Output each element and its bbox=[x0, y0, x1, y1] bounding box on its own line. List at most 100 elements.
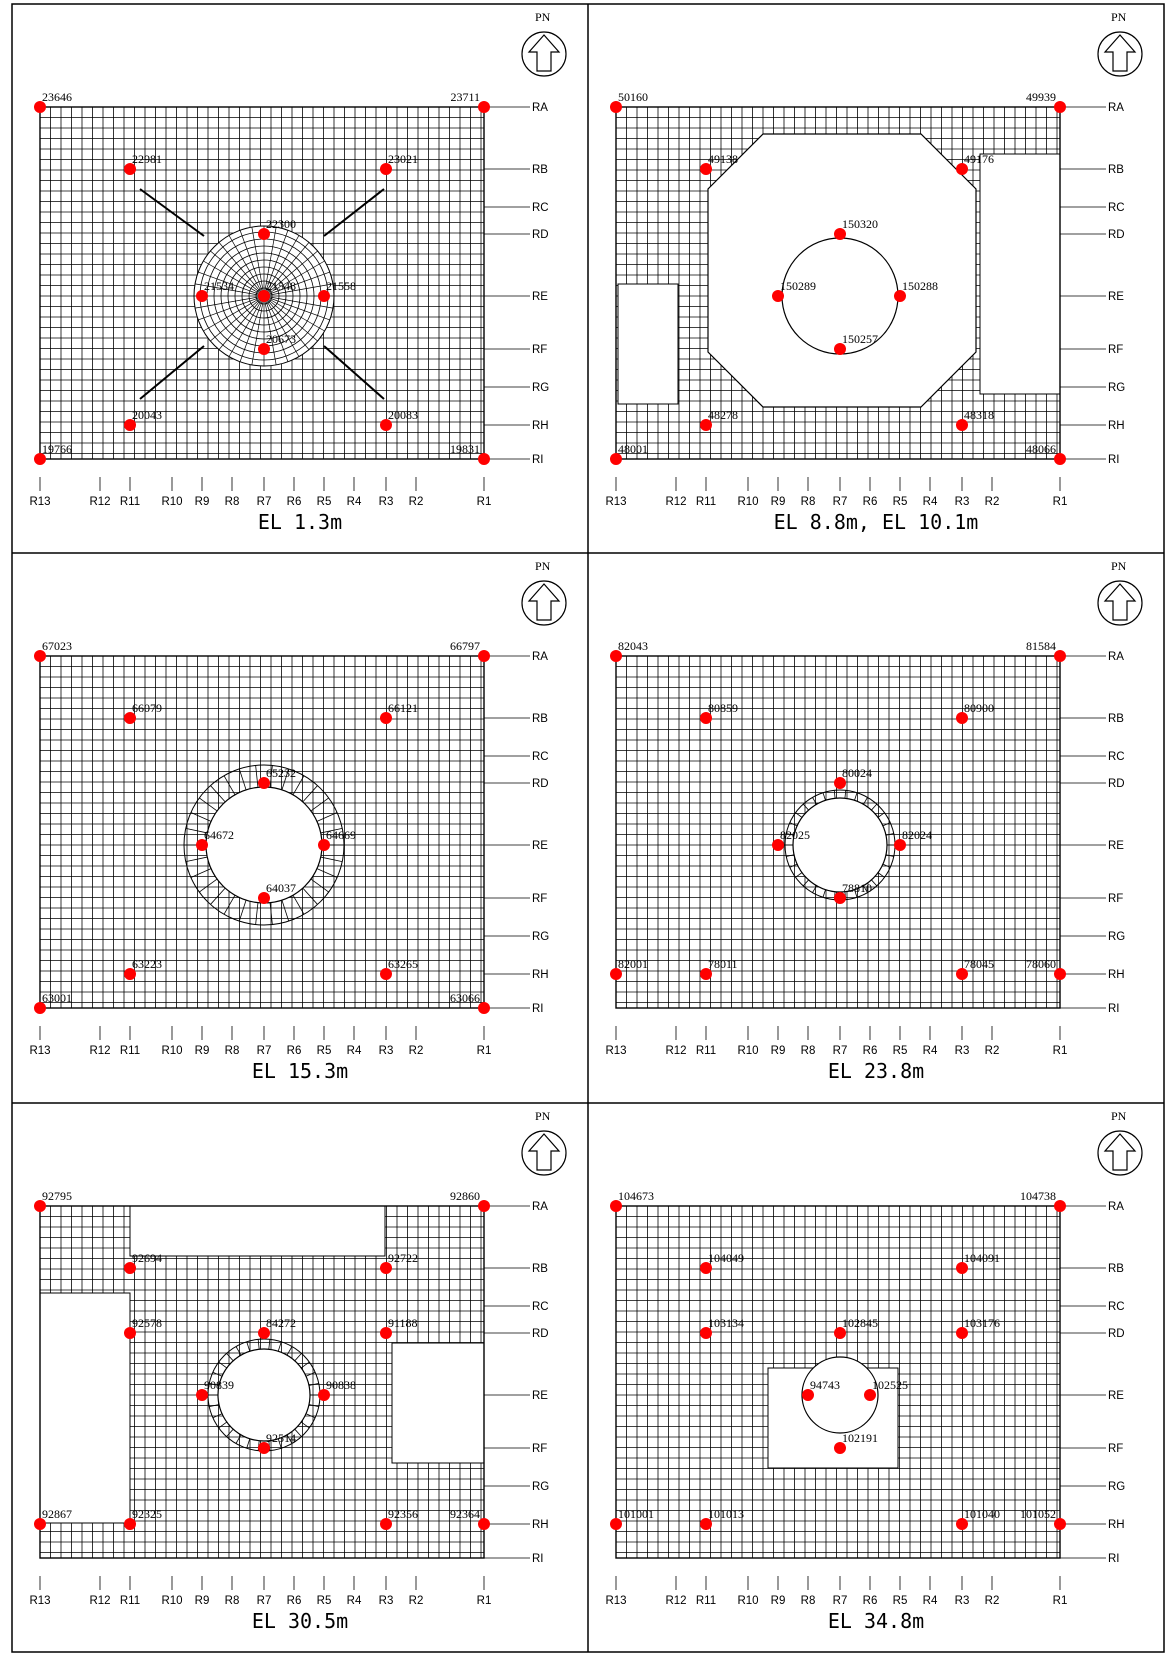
row-grid-label: RA bbox=[1108, 651, 1124, 663]
column-grid-label: R11 bbox=[120, 1595, 140, 1607]
node-marker bbox=[700, 968, 712, 980]
row-grid-label: RD bbox=[1108, 229, 1125, 241]
node-label: 81584 bbox=[1026, 639, 1056, 653]
node-label: 150320 bbox=[842, 217, 878, 231]
column-grid-label: R12 bbox=[89, 1045, 110, 1057]
node-label: 104091 bbox=[964, 1251, 1000, 1265]
column-grid-label: R9 bbox=[195, 496, 210, 508]
node-label: 92860 bbox=[450, 1189, 480, 1203]
column-grid-label: R4 bbox=[347, 1595, 362, 1607]
column-grid-label: R4 bbox=[923, 496, 938, 508]
node-marker bbox=[610, 650, 622, 662]
node-marker bbox=[834, 228, 846, 240]
node-label: 150257 bbox=[842, 332, 878, 346]
node-label: 82025 bbox=[780, 828, 810, 842]
row-grid-label: RE bbox=[1108, 291, 1124, 303]
node-marker bbox=[610, 101, 622, 113]
node-label: 82043 bbox=[618, 639, 648, 653]
node-label: 102525 bbox=[872, 1378, 908, 1392]
row-grid-label: RA bbox=[532, 1201, 548, 1213]
row-grid-label: RB bbox=[1108, 713, 1124, 725]
circular-opening bbox=[183, 764, 345, 926]
node-label: 64037 bbox=[266, 881, 296, 895]
node-marker bbox=[956, 163, 968, 175]
row-grid-label: RI bbox=[1108, 454, 1120, 466]
node-label: 90839 bbox=[204, 1378, 234, 1392]
node-marker bbox=[380, 163, 392, 175]
column-grid-label: R11 bbox=[120, 496, 140, 508]
node-label: 78810 bbox=[842, 881, 872, 895]
row-grid-label: RH bbox=[1108, 969, 1125, 981]
node-label: 49176 bbox=[964, 152, 994, 166]
column-grid-label: R8 bbox=[225, 1595, 240, 1607]
column-grid-label: R3 bbox=[955, 1045, 970, 1057]
column-grid-label: R13 bbox=[29, 1045, 50, 1057]
row-grid-label: RD bbox=[532, 778, 549, 790]
column-grid-label: R2 bbox=[985, 496, 1000, 508]
column-grid-label: R2 bbox=[409, 496, 424, 508]
north-label: PN bbox=[1111, 1109, 1127, 1123]
column-grid-label: R2 bbox=[409, 1595, 424, 1607]
node-label: 80859 bbox=[708, 701, 738, 715]
node-label: 82024 bbox=[902, 828, 932, 842]
node-marker bbox=[1054, 650, 1066, 662]
column-grid-label: R5 bbox=[893, 1045, 908, 1057]
node-marker bbox=[380, 968, 392, 980]
column-grid-label: R13 bbox=[605, 1045, 626, 1057]
node-marker bbox=[834, 777, 846, 789]
row-grid-label: RE bbox=[1108, 840, 1124, 852]
north-arrow-icon bbox=[1097, 580, 1143, 626]
node-marker bbox=[318, 290, 330, 302]
column-grid-label: R13 bbox=[29, 1595, 50, 1607]
node-marker bbox=[956, 1327, 968, 1339]
node-label: 102191 bbox=[842, 1431, 878, 1445]
north-label: PN bbox=[1111, 559, 1127, 573]
row-grid-label: RF bbox=[532, 344, 547, 356]
node-label: 21534 bbox=[204, 279, 234, 293]
node-marker bbox=[700, 1262, 712, 1274]
node-marker bbox=[258, 1327, 270, 1339]
column-grid-label: R13 bbox=[29, 496, 50, 508]
column-grid-label: R8 bbox=[225, 1045, 240, 1057]
node-label: 23711 bbox=[450, 90, 480, 104]
elevation-caption: EL 30.5m bbox=[251, 1609, 349, 1633]
column-grid-label: R12 bbox=[665, 1045, 686, 1057]
node-marker bbox=[478, 1200, 490, 1212]
node-label: 48001 bbox=[618, 442, 648, 456]
column-grid-label: R7 bbox=[833, 1045, 848, 1057]
node-marker bbox=[956, 968, 968, 980]
node-marker bbox=[258, 892, 270, 904]
node-marker bbox=[834, 1327, 846, 1339]
row-grid-label: RG bbox=[532, 1481, 549, 1493]
column-grid-label: R6 bbox=[287, 1045, 302, 1057]
row-grid-label: RC bbox=[532, 202, 549, 214]
node-label: 20083 bbox=[388, 408, 418, 422]
column-grid-label: R3 bbox=[379, 496, 394, 508]
node-marker bbox=[258, 1442, 270, 1454]
node-label: 101001 bbox=[618, 1507, 654, 1521]
node-label: 48066 bbox=[1026, 442, 1056, 456]
node-marker bbox=[834, 892, 846, 904]
column-grid-label: R4 bbox=[347, 1045, 362, 1057]
node-label: 92694 bbox=[132, 1251, 162, 1265]
column-grid-label: R9 bbox=[771, 496, 786, 508]
node-label: 49939 bbox=[1026, 90, 1056, 104]
node-label: 78060 bbox=[1026, 957, 1056, 971]
row-grid-label: RD bbox=[1108, 778, 1125, 790]
node-marker bbox=[124, 419, 136, 431]
row-grid-label: RH bbox=[1108, 1519, 1125, 1531]
row-grid-label: RD bbox=[532, 229, 549, 241]
node-marker bbox=[772, 839, 784, 851]
row-grid-label: RA bbox=[1108, 102, 1124, 114]
elevation-caption: EL 23.8m bbox=[827, 1059, 925, 1083]
node-label: 104673 bbox=[618, 1189, 654, 1203]
row-grid-label: RC bbox=[1108, 1301, 1125, 1313]
node-marker bbox=[196, 839, 208, 851]
row-grid-label: RC bbox=[532, 751, 549, 763]
